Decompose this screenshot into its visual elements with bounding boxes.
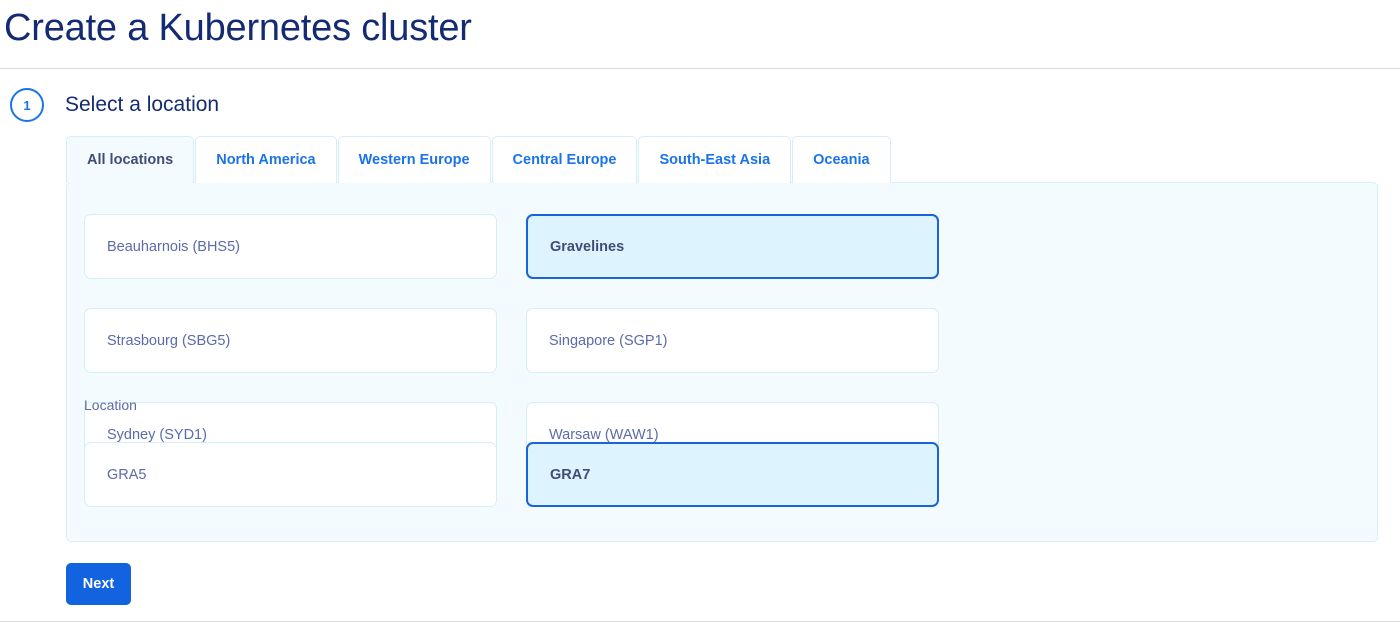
tab-all-locations[interactable]: All locations — [66, 136, 195, 183]
next-button[interactable]: Next — [66, 563, 131, 605]
footer-divider — [0, 621, 1400, 622]
datacenter-card[interactable]: GRA5 — [84, 442, 497, 507]
tab-oceania[interactable]: Oceania — [792, 136, 891, 183]
datacenter-card[interactable]: GRA7 — [526, 442, 939, 507]
header-divider — [0, 68, 1400, 69]
location-section-label: Location — [84, 397, 137, 413]
datacenter-card-grid: GRA5 GRA7 — [84, 442, 939, 507]
tab-central-europe[interactable]: Central Europe — [491, 136, 638, 183]
region-card[interactable]: Gravelines — [526, 214, 939, 279]
step-number-badge: 1 — [10, 88, 44, 122]
step-title: Select a location — [65, 93, 220, 116]
tab-south-east-asia[interactable]: South-East Asia — [638, 136, 792, 183]
tab-western-europe[interactable]: Western Europe — [337, 136, 491, 183]
region-card[interactable]: Beauharnois (BHS5) — [84, 214, 497, 279]
page-title: Create a Kubernetes cluster — [4, 7, 472, 49]
step-header: 1 Select a location — [10, 88, 219, 122]
region-card[interactable]: Singapore (SGP1) — [526, 308, 939, 373]
region-card[interactable]: Strasbourg (SBG5) — [84, 308, 497, 373]
tab-north-america[interactable]: North America — [195, 136, 337, 183]
